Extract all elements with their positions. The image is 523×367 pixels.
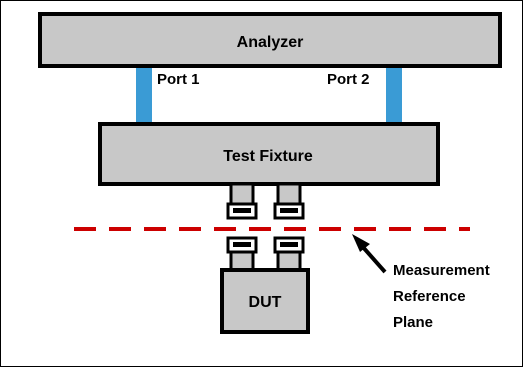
port-2-cable	[386, 66, 402, 122]
annotation-line-plane: Plane	[393, 314, 433, 331]
test-fixture-label: Test Fixture	[223, 148, 313, 165]
dut-connector-left	[226, 236, 258, 272]
annotation-arrow	[352, 234, 387, 274]
dut-connector-right	[273, 236, 305, 272]
annotation-line-measurement: Measurement	[393, 262, 490, 279]
port-1-cable	[136, 66, 152, 122]
dut-box	[220, 268, 310, 334]
dut-label: DUT	[249, 294, 282, 311]
test-fixture-box	[98, 122, 440, 186]
annotation-line-reference: Reference	[393, 288, 466, 305]
port-2-label: Port 2	[327, 71, 370, 88]
fixture-connector-left	[226, 182, 258, 220]
fixture-connector-right	[273, 182, 305, 220]
analyzer-box	[38, 12, 502, 68]
port-1-label: Port 1	[157, 71, 200, 88]
analyzer-label: Analyzer	[237, 34, 304, 51]
